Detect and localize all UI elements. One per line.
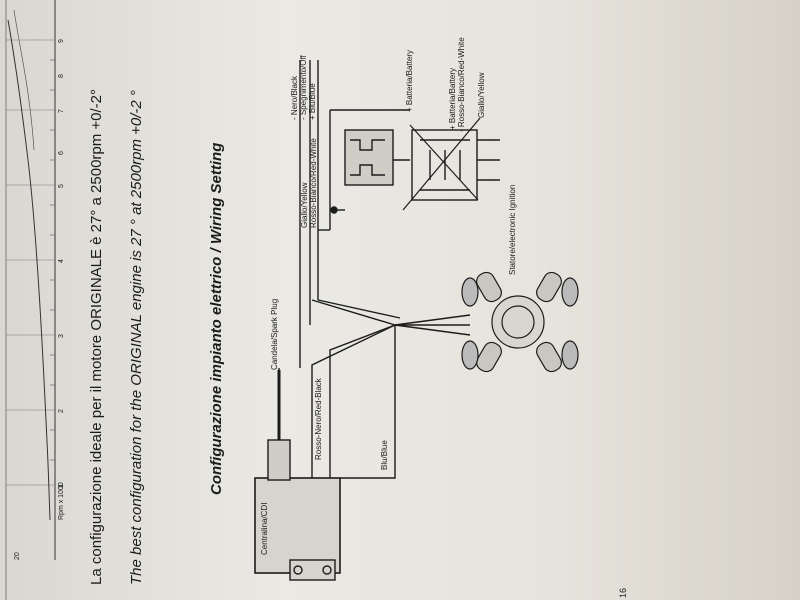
- graph-tick-4: 4: [58, 259, 65, 263]
- graph-tick-2: 2: [58, 409, 65, 413]
- graph-tick-6: 6: [58, 151, 65, 155]
- label-blue: Blu/Blue: [380, 440, 389, 470]
- stator: [461, 271, 579, 373]
- rpm-graph: [5, 0, 56, 600]
- graph-tick-1: 1: [58, 484, 65, 488]
- italian-line: La configurazione ideale per il motore O…: [88, 88, 105, 585]
- english-line: The best configuration for the ORIGINAL …: [128, 90, 145, 585]
- label-red-white-2: - Rosso-Bianco/Red-White: [457, 37, 466, 132]
- label-yellow-2: Giallo/Yellow: [477, 72, 486, 118]
- wiring-diagram: [254, 60, 579, 581]
- graph-tick-9: 9: [58, 39, 65, 43]
- label-stator: Statore/electronic Ignition: [508, 184, 517, 275]
- label-nero-black: - Nero/Black: [290, 75, 299, 120]
- graph-tick-8: 8: [58, 74, 65, 78]
- label-yellow: Giallo/Yellow: [300, 182, 309, 228]
- label-battery-1: + Batteria/Battery: [405, 49, 414, 112]
- label-red-black: Rosso-Nero/Red-Black: [314, 378, 323, 460]
- label-spark-plug: Candela/Spark Plug: [270, 298, 279, 370]
- cdi-unit: [254, 477, 341, 574]
- label-off: - Spegnimento/Off: [299, 55, 308, 120]
- graph-y-value: 20: [14, 552, 21, 560]
- label-red-white: Rosso-Bianco/Red-White: [309, 138, 318, 228]
- graph-tick-3: 3: [58, 334, 65, 338]
- graph-tick-7: 7: [58, 109, 65, 113]
- diagram-title: Configurazione impianto elettrico / Wiri…: [208, 142, 225, 495]
- battery: [411, 129, 478, 201]
- page-number: 16: [618, 587, 628, 598]
- label-blu-blue: + Blu/Blue: [308, 83, 317, 120]
- label-battery-2: + Batteria/Battery: [448, 67, 457, 130]
- regulator: [344, 129, 394, 186]
- label-cdi: Centralina/CDI: [260, 502, 269, 555]
- graph-tick-5: 5: [58, 184, 65, 188]
